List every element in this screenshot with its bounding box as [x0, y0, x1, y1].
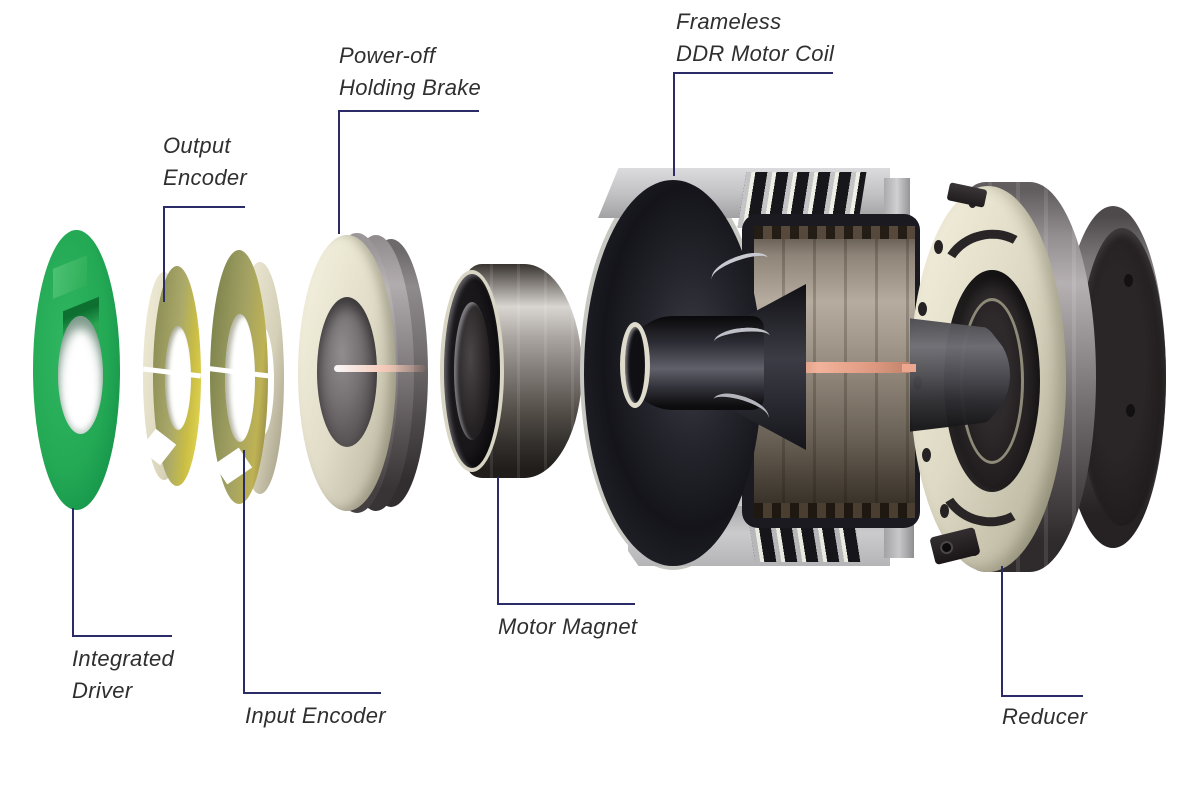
input-encoder-hole [225, 314, 255, 442]
leader-motor-magnet-horizontal [497, 603, 635, 605]
label-reducer: Reducer [1002, 701, 1087, 733]
label-line: Output [163, 133, 231, 158]
flange-bolt-hole-2 [934, 240, 943, 254]
label-line: Encoder [163, 165, 248, 190]
shaft-copper-stub [902, 364, 916, 372]
leader-reducer-horizontal [1001, 695, 1083, 697]
output-encoder-hole [165, 326, 191, 430]
label-line: Holding Brake [339, 75, 482, 100]
leader-integrated-driver-horizontal [72, 635, 172, 637]
leader-input-encoder-vertical [243, 450, 245, 692]
flange-bolt-hole-5 [922, 448, 931, 462]
label-line: Frameless [676, 9, 782, 34]
label-motor-magnet: Motor Magnet [498, 611, 637, 643]
reducer-input-shaft [910, 318, 1010, 432]
input-encoder-part [207, 250, 284, 504]
label-line: DDR Motor Coil [676, 41, 835, 66]
label-line: Power-off [339, 43, 436, 68]
label-integrated-driver: Integrated Driver [72, 643, 174, 707]
coil-laminations-bottom [754, 503, 915, 518]
shaft-tube-tip [620, 322, 650, 408]
leader-output-encoder-horizontal [163, 206, 245, 208]
reducer-ring-hole-1 [1124, 274, 1133, 287]
holding-brake-part [298, 233, 428, 513]
leader-output-encoder-vertical [163, 206, 165, 302]
coil-laminations-top [754, 226, 915, 239]
label-line: Input Encoder [245, 703, 386, 728]
leader-holding-brake-vertical [338, 110, 340, 234]
leader-motor-coil-vertical [673, 72, 675, 176]
magnet-bore [454, 302, 490, 440]
leader-integrated-driver-vertical [72, 508, 74, 635]
reducer-part [902, 178, 1168, 576]
reducer-ring-hole-2 [1126, 404, 1135, 417]
flange-bottom-boss-hole [938, 539, 955, 556]
flange-bolt-hole-3 [918, 302, 927, 316]
label-line: Driver [72, 678, 133, 703]
coil-copper-stripe [754, 362, 915, 373]
motor-coil-part [580, 168, 946, 576]
driver-center-hole [58, 316, 103, 434]
motor-magnet-part [440, 262, 582, 480]
label-input-encoder: Input Encoder [245, 700, 386, 732]
label-holding-brake: Power-off Holding Brake [339, 40, 481, 104]
label-output-encoder: Output Encoder [163, 130, 247, 194]
leader-motor-coil-horizontal [673, 72, 833, 74]
label-line: Motor Magnet [498, 614, 638, 639]
integrated-driver-part [33, 230, 120, 510]
label-line: Reducer [1002, 704, 1088, 729]
brake-highlight-stripe [334, 365, 426, 372]
label-line: Integrated [72, 646, 175, 671]
leader-holding-brake-horizontal [338, 110, 479, 112]
leader-motor-magnet-vertical [497, 477, 499, 603]
leader-input-encoder-horizontal [243, 692, 381, 694]
flange-bolt-hole-6 [940, 504, 949, 518]
leader-reducer-vertical [1001, 566, 1003, 695]
label-motor-coil: Frameless DDR Motor Coil [676, 6, 834, 70]
brake-front-hole [317, 297, 377, 447]
output-encoder-part [139, 266, 202, 486]
